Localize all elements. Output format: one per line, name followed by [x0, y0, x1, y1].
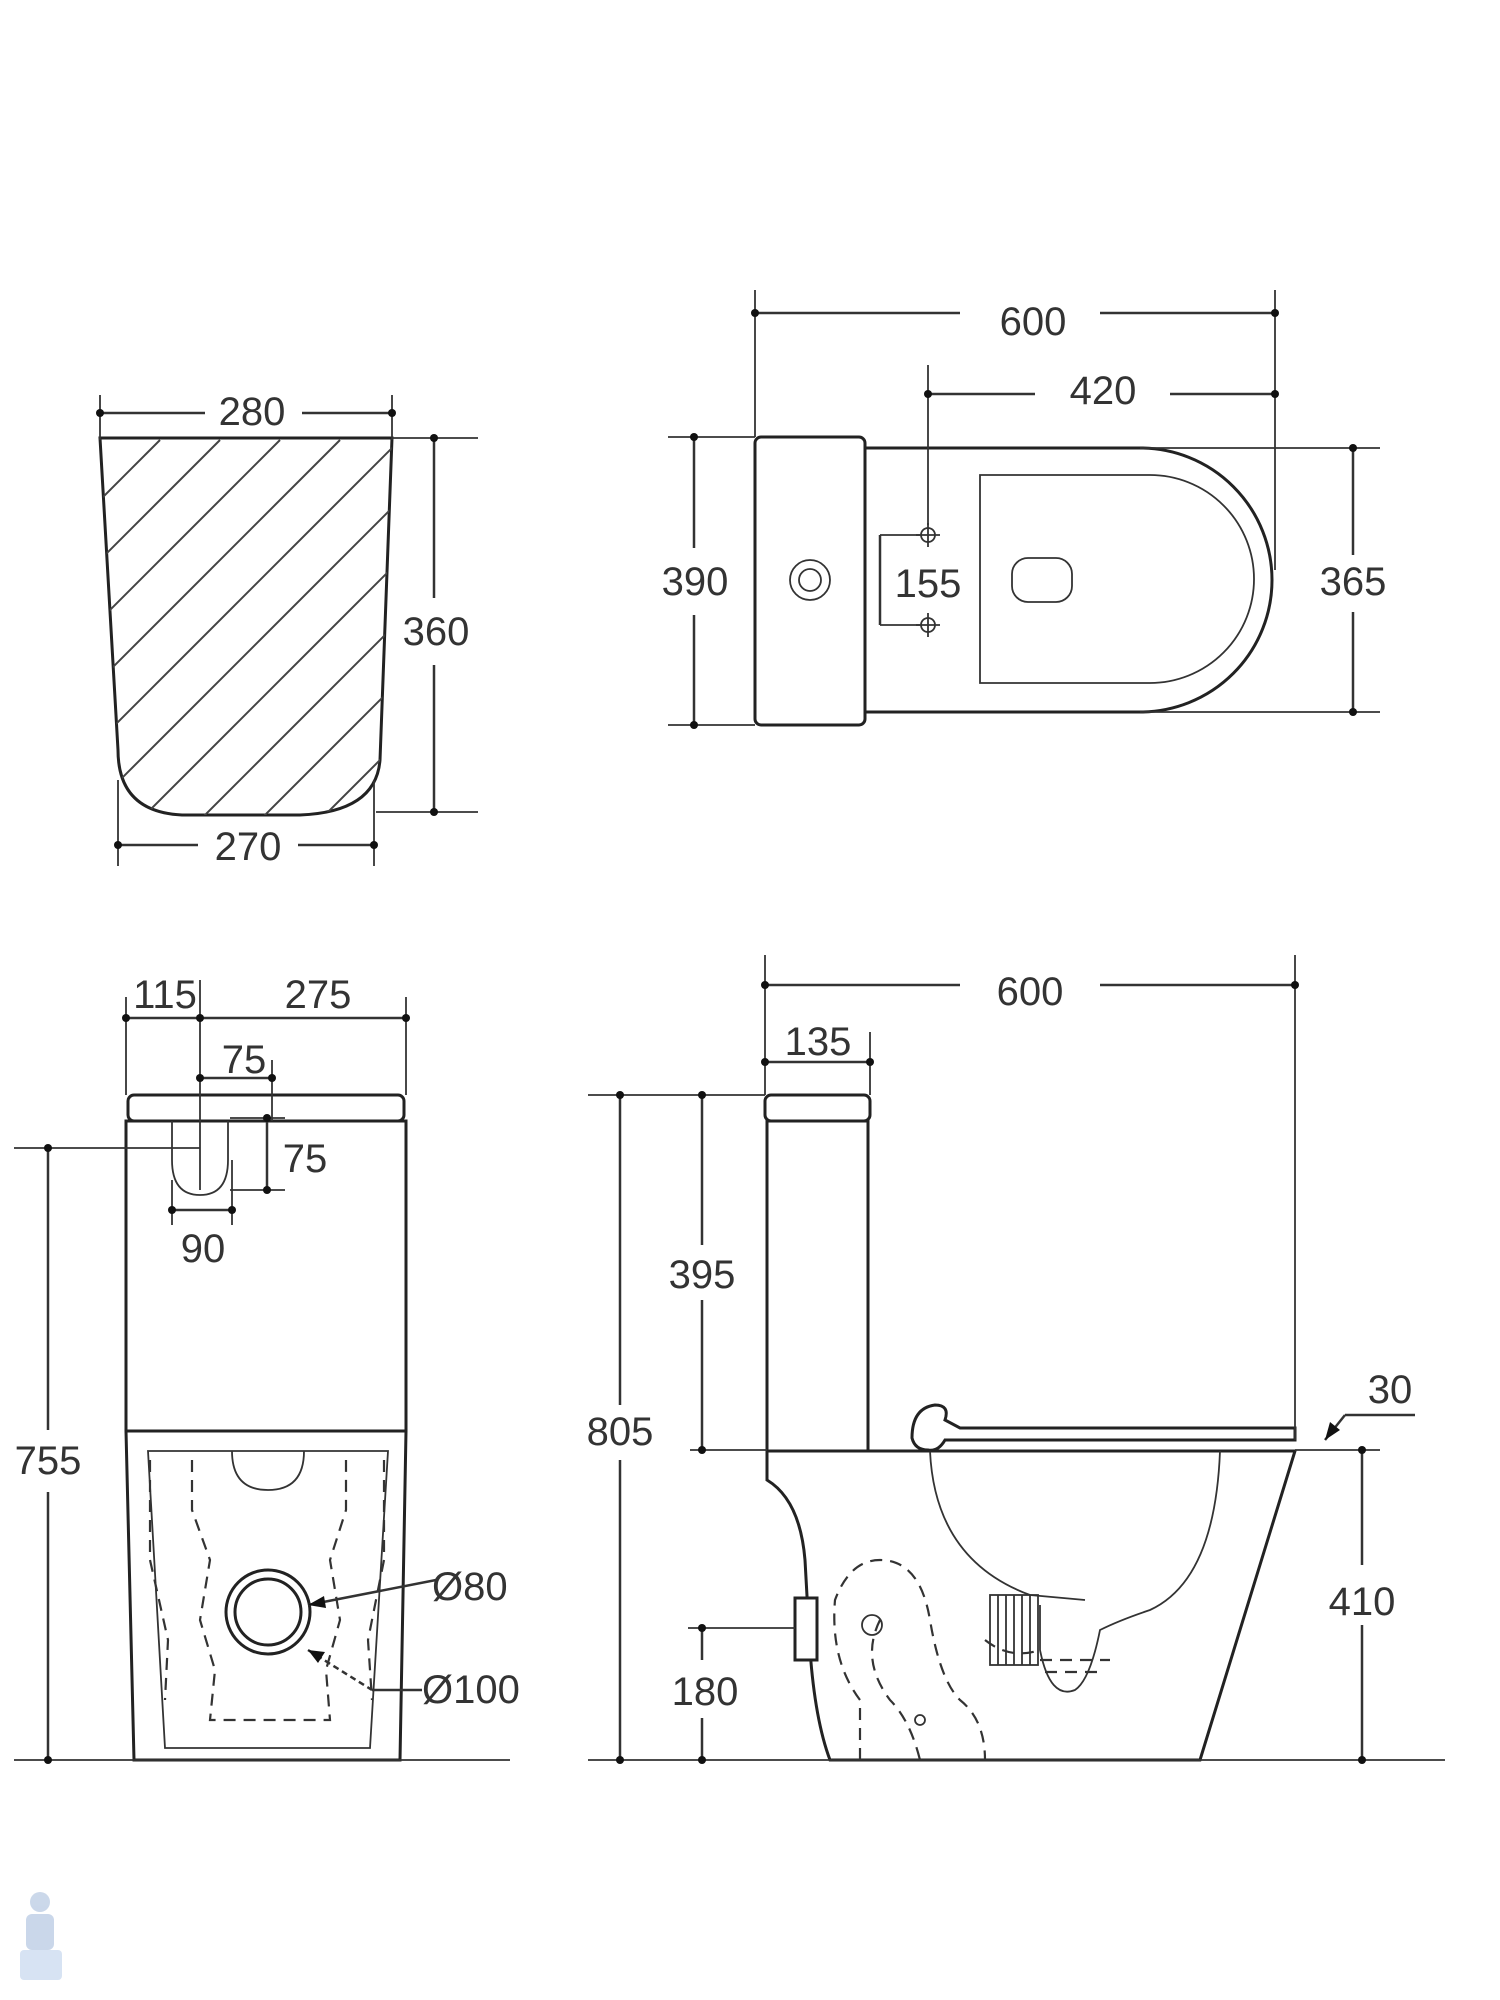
dim-plan-bowl-length: 420: [1070, 369, 1137, 413]
dim-fixing-spacing: 155: [895, 562, 962, 606]
plan-drain-opening: [1011, 557, 1073, 603]
side-view: 600 135 805 395 180 410 30: [587, 955, 1445, 1764]
dim-front-tank-width: 275: [285, 973, 352, 1017]
side-tank-lid: [763, 1093, 872, 1123]
dim-front-button-width: 90: [181, 1227, 226, 1271]
outlet-inner-ring: [233, 1577, 303, 1647]
dim-outlet-outer-diameter: Ø100: [422, 1668, 520, 1712]
dim-tank-top-height: 360: [403, 610, 470, 654]
dim-front-outlet-height: 75: [283, 1137, 328, 1181]
dim-plan-overall-length: 600: [1000, 300, 1067, 344]
side-seat: [910, 1403, 1297, 1452]
tank-top-outline: [98, 436, 394, 817]
plan-seat-opening: [979, 474, 1255, 684]
dim-side-overall-length: 600: [997, 970, 1064, 1014]
dim-side-tank-height: 395: [669, 1253, 736, 1297]
flush-button-icon: [789, 559, 831, 601]
dim-tank-top-width: 280: [219, 390, 286, 434]
dim-side-total-height: 805: [587, 1410, 654, 1454]
watermark-plumber-icon: [20, 1892, 62, 1980]
dim-tank-bottom-width: 270: [215, 825, 282, 869]
dim-front-total-height: 755: [15, 1439, 82, 1483]
dim-plan-tank-depth: 390: [662, 560, 729, 604]
tank-hatching: [100, 439, 392, 815]
plan-tank: [753, 435, 867, 727]
plan-view: 155 600 420 390 365: [662, 290, 1387, 729]
dim-outlet-inner-diameter: Ø80: [432, 1565, 508, 1609]
side-inlet: [793, 1596, 819, 1662]
dim-side-tank-depth: 135: [785, 1020, 852, 1064]
tank-top-view: 280 360 270: [96, 390, 478, 869]
side-tank: [765, 1119, 870, 1453]
dim-plan-bowl-width: 365: [1320, 560, 1387, 604]
plan-bowl: [863, 446, 1274, 714]
dim-side-inlet-height: 180: [672, 1670, 739, 1714]
dim-side-seat-thickness: 30: [1368, 1368, 1413, 1412]
jet-grille: [989, 1594, 1039, 1666]
dim-front-outlet-width: 75: [222, 1038, 267, 1082]
dim-side-seat-height: 410: [1329, 1580, 1396, 1624]
front-view: Ø80 Ø100 115 275 75 75 90 7: [14, 973, 520, 1764]
dim-front-tank-offset: 115: [133, 973, 197, 1017]
